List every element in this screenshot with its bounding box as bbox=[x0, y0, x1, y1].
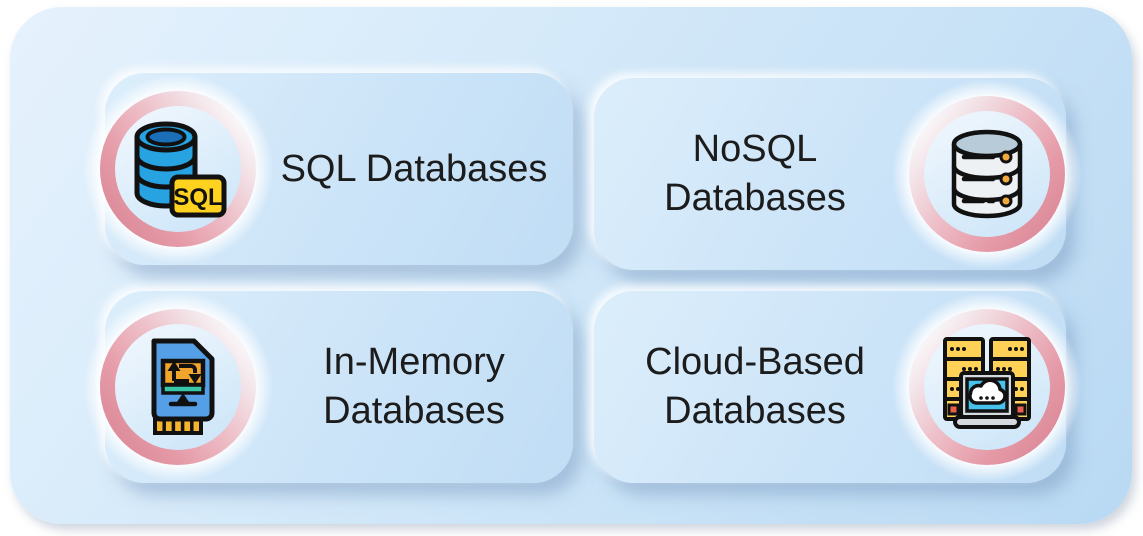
title-line: Databases bbox=[664, 390, 846, 432]
title-line: Cloud-Based bbox=[645, 341, 865, 383]
card-title-in-memory: In-Memory Databases bbox=[323, 338, 505, 436]
diagram-background-panel: SQL SQL Databases bbox=[10, 7, 1132, 524]
cloud-server-laptop-icon bbox=[943, 337, 1031, 429]
badge-disc: SQL bbox=[115, 106, 241, 232]
cloud-card-badge bbox=[892, 292, 1082, 482]
title-line: Databases bbox=[664, 177, 846, 219]
card-title-nosql: NoSQL Databases bbox=[664, 125, 846, 223]
badge-disc bbox=[924, 111, 1050, 237]
card-cloud-based-databases: Cloud-Based Databases bbox=[594, 291, 1082, 483]
sql-database-icon: SQL bbox=[134, 121, 227, 218]
sql-card-badge: SQL bbox=[83, 74, 273, 264]
card-title-sql: SQL Databases bbox=[281, 145, 548, 194]
card-title-cloud: Cloud-Based Databases bbox=[645, 338, 865, 436]
title-line: NoSQL bbox=[692, 128, 818, 170]
badge-disc bbox=[924, 324, 1050, 450]
card-in-memory-databases: In-Memory Databases bbox=[83, 291, 573, 483]
badge-disc bbox=[115, 324, 241, 450]
title-line: In-Memory bbox=[323, 341, 505, 383]
nosql-card-badge bbox=[892, 79, 1082, 269]
title-line: SQL Databases bbox=[280, 147, 548, 190]
card-nosql-databases: NoSQL Databases bbox=[594, 78, 1082, 270]
in-memory-card-badge bbox=[83, 292, 273, 482]
sql-tag-text: SQL bbox=[173, 184, 222, 211]
memory-card-icon bbox=[151, 338, 215, 435]
nosql-database-server-icon bbox=[951, 129, 1023, 219]
card-sql-databases: SQL SQL Databases bbox=[83, 73, 573, 265]
title-line: Databases bbox=[323, 390, 505, 432]
